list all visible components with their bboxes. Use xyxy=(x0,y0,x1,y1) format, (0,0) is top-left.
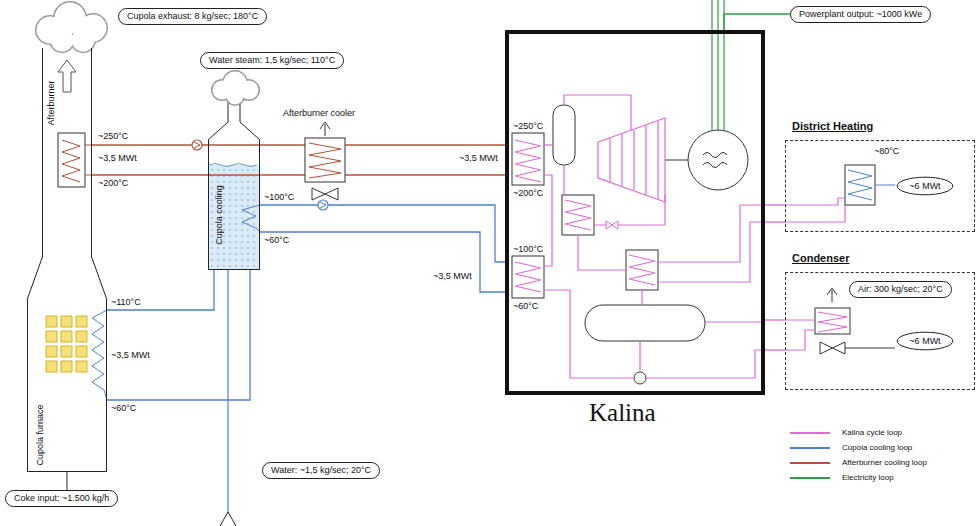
node-text: Cupola cooling xyxy=(214,185,225,245)
value-label: ~100°C xyxy=(263,192,295,203)
value-label: ~60°C xyxy=(110,403,137,414)
legend-text: Afterburner cooling loop xyxy=(842,458,927,468)
node-text: Coke input: ~1.500 kg/h xyxy=(14,493,109,503)
value-label: ~60°C xyxy=(512,301,539,312)
callout-box: Coke input: ~1.500 kg/h xyxy=(5,490,118,507)
value-label: ~60°C xyxy=(263,235,290,246)
equipment-label: Afterburner cooler xyxy=(282,108,356,119)
value-label: ~200°C xyxy=(97,178,129,189)
node-text: Condenser xyxy=(792,252,849,264)
pipe-connector xyxy=(260,232,505,292)
node-text: Cupola exhaust: 8 kg/sec; 180°C xyxy=(127,11,258,21)
node-text: Air: 300 kg/sec; 20°C xyxy=(858,284,943,294)
node-text: Powerplant output: ~1000 kWe xyxy=(799,9,922,19)
load-ellipse: ~6 MWt xyxy=(896,176,954,196)
pipe-connector xyxy=(765,319,785,320)
cupola-furnace: Cupola furnace xyxy=(27,300,107,472)
callout-box: Water: ~1,5 kg/sec; 20°C xyxy=(262,462,380,479)
condenser-box: CondenserAir: 300 kg/sec; 20°C~6 MWt xyxy=(785,272,975,390)
callout-box: Powerplant output: ~1000 kWe xyxy=(790,6,931,23)
value-label: ~250°C xyxy=(512,121,544,132)
pipe-connector xyxy=(92,144,505,145)
node-text: District Heating xyxy=(792,120,873,132)
node-text: Cupola furnace xyxy=(35,404,46,465)
legend-text: Kalina cycle loop xyxy=(842,428,902,438)
legend-swatch xyxy=(790,432,830,434)
node-text: Water: ~1,5 kg/sec; 20°C xyxy=(271,465,371,475)
load-ellipse: ~6 MWt xyxy=(896,331,954,351)
pipe-connector xyxy=(260,205,505,262)
legend-text: Electricity loop xyxy=(842,473,894,483)
callout-box: Cupola exhaust: 8 kg/sec; 180°C xyxy=(118,8,267,25)
value-label: ~200°C xyxy=(512,188,544,199)
value-label: ~3,5 MWt xyxy=(458,153,499,164)
pipe-connector xyxy=(92,174,505,175)
legend-text: Cupola cooling loop xyxy=(842,443,912,453)
pipe-connector xyxy=(765,221,785,222)
cooling-tower: Cupola cooling xyxy=(208,140,260,270)
legend-swatch xyxy=(790,477,830,479)
node-text: Water steam: 1,5 kg/sec; 110°C xyxy=(209,55,335,65)
node-text: ~6 MWt xyxy=(909,181,940,192)
value-label: ~3,5 MWt xyxy=(110,350,151,361)
value-label: ~110°C xyxy=(110,297,142,308)
afterburner-stack: Afterburner xyxy=(42,48,92,258)
legend-swatch xyxy=(790,447,830,449)
pipe-connector xyxy=(724,14,790,30)
pipe-connector xyxy=(765,349,785,350)
value-label: ~250°C xyxy=(97,131,129,142)
kalina-unit: Kalina xyxy=(505,30,765,395)
value-label: ~3,5 MWt xyxy=(97,153,138,164)
value-label: ~80°C xyxy=(873,146,900,157)
node-text: Kalina xyxy=(589,399,656,427)
value-label: ~3,5 MWt xyxy=(432,271,473,282)
callout-box: Water steam: 1,5 kg/sec; 110°C xyxy=(200,52,344,69)
pipe-connector xyxy=(107,270,250,400)
callout-box: Air: 300 kg/sec; 20°C xyxy=(849,281,952,298)
pipe-connector xyxy=(107,270,214,310)
legend-swatch xyxy=(790,462,830,464)
node-text: Afterburner xyxy=(46,80,57,125)
node-text: ~6 MWt xyxy=(909,336,940,347)
pipe-connector xyxy=(765,204,785,205)
value-label: ~100°C xyxy=(512,244,544,255)
